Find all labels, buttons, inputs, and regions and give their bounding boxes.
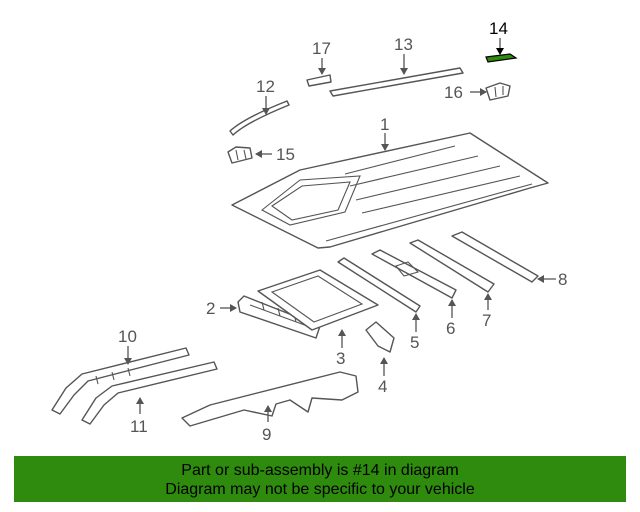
label-part-8: 8	[558, 270, 567, 289]
part-7-bow[interactable]	[409, 239, 495, 293]
label-part-15: 15	[276, 145, 295, 164]
label-part-11: 11	[130, 417, 148, 436]
label-part-10: 10	[118, 327, 137, 346]
label-part-4: 4	[378, 377, 387, 396]
leader-lines	[124, 38, 556, 422]
label-part-16: 16	[444, 83, 463, 102]
part-10-side-rail[interactable]	[51, 347, 190, 415]
label-part-17: 17	[312, 39, 331, 58]
part-14-molding[interactable]	[485, 53, 518, 63]
part-1-roof-panel[interactable]	[231, 132, 549, 249]
part-9-side-rail[interactable]	[181, 371, 359, 427]
label-part-9: 9	[262, 425, 271, 444]
part-11-side-rail[interactable]	[81, 361, 218, 425]
label-part-7: 7	[482, 311, 491, 330]
label-part-1: 1	[380, 115, 389, 134]
part-13-molding[interactable]	[329, 67, 464, 97]
part-3-sunroof-frame[interactable]	[257, 269, 379, 331]
part-16-bracket[interactable]	[485, 82, 511, 101]
part-12-molding[interactable]	[229, 100, 290, 136]
part-5-bow[interactable]	[337, 257, 421, 313]
part-17-clip[interactable]	[306, 74, 332, 87]
label-part-2: 2	[206, 299, 215, 318]
label-part-3: 3	[336, 349, 345, 368]
label-part-5: 5	[410, 333, 419, 352]
label-part-6: 6	[446, 319, 455, 338]
banner-line-1: Part or sub-assembly is #14 in diagram	[181, 462, 459, 479]
label-part-13: 13	[394, 35, 413, 54]
banner-line-2: Diagram may not be specific to your vehi…	[165, 481, 475, 498]
label-part-12: 12	[256, 77, 275, 96]
label-part-14: 14	[489, 19, 508, 38]
part-2-header[interactable]	[237, 295, 321, 339]
parts-diagram: 1 2 3 4 5 6 7 8 9 10 11 12 13 14 15 16 1…	[51, 19, 567, 444]
info-banner: Part or sub-assembly is #14 in diagram D…	[14, 456, 626, 502]
part-15-bracket[interactable]	[227, 146, 253, 164]
part-6-bow[interactable]	[371, 249, 457, 299]
part-4-bracket[interactable]	[365, 321, 395, 353]
